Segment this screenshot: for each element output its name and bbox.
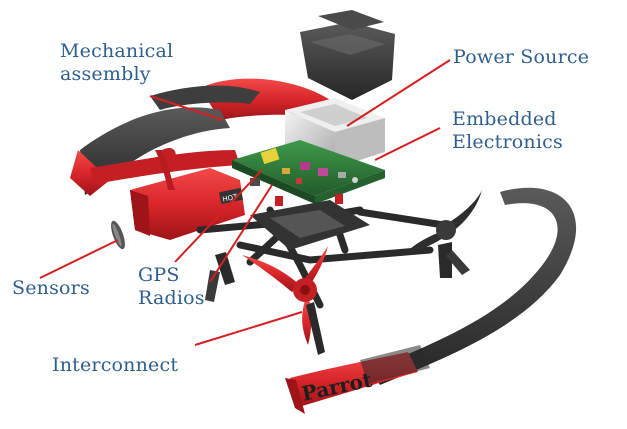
bumper-right: Parrot <box>285 187 577 414</box>
propeller-rear-right <box>404 190 482 278</box>
leader-line-sensors <box>39 239 119 279</box>
leader-line-power <box>346 59 451 127</box>
leader-line-interconnect <box>194 311 303 346</box>
frame-plate <box>250 194 370 250</box>
svg-text:HOT: HOT <box>222 193 239 204</box>
label-embedded-electronics: Embedded Electronics <box>452 108 563 154</box>
hatch-cover <box>300 10 395 100</box>
label-gps-line2: Radios <box>138 287 205 309</box>
camera-nose: HOT <box>130 148 245 240</box>
label-gps-radios: GPS Radios <box>138 264 205 310</box>
label-mechanical-line2: assembly <box>60 63 151 85</box>
leader-line-gps <box>174 169 263 263</box>
label-interconnect: Interconnect <box>52 354 179 376</box>
leader-lines <box>39 59 451 346</box>
leader-line-mechanical <box>149 95 224 121</box>
sensor-disc <box>111 220 125 250</box>
label-sensors: Sensors <box>12 277 90 299</box>
label-power-source: Power Source <box>453 46 590 68</box>
label-embedded-line1: Embedded <box>452 108 557 130</box>
label-gps-line1: GPS <box>138 264 180 286</box>
pcb-board <box>232 140 385 204</box>
leader-line-embedded <box>374 127 441 161</box>
label-mechanical-assembly: Mechanical assembly <box>60 40 173 86</box>
motor-arm-left <box>205 252 235 302</box>
label-mechanical-line1: Mechanical <box>60 40 174 62</box>
propeller-front <box>242 246 328 355</box>
label-embedded-line2: Electronics <box>452 131 563 153</box>
leader-line-radios <box>209 184 273 283</box>
